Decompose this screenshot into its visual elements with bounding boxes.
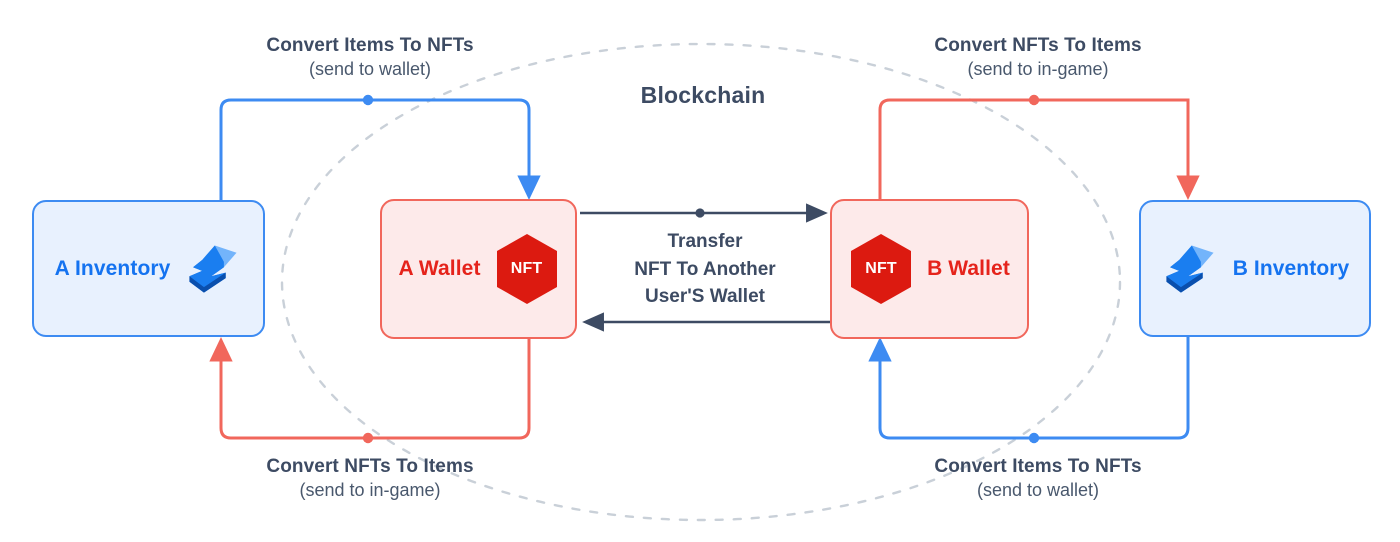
node-a-inventory[interactable]: A Inventory	[32, 200, 265, 337]
flow-label-top-left-subtitle: (send to wallet)	[308, 59, 432, 80]
connector-top-left-convert-items-to-nfts	[219, 94, 541, 201]
connector-top-right-convert-nfts-to-items	[878, 94, 1200, 201]
node-a-inventory-label: A Inventory	[54, 256, 171, 280]
transfer-caption: Transfer NFT To Another User'S Wallet	[580, 228, 830, 311]
bolt-3d-icon	[184, 240, 242, 298]
node-b-wallet[interactable]: NFT B Wallet	[830, 199, 1029, 339]
flow-label-bottom-right-subtitle: (send to wallet)	[976, 480, 1100, 501]
nft-hexagon-icon: NFT	[849, 233, 913, 305]
flow-label-bottom-left: Convert NFTs To Items (send to in-game)	[240, 454, 500, 503]
flow-label-bottom-left-title: Convert NFTs To Items	[266, 456, 474, 477]
connector-bottom-left-convert-nfts-to-items	[209, 336, 531, 444]
flow-label-top-left: Convert Items To NFTs (send to wallet)	[240, 33, 500, 82]
connector-midpoint-dot	[1028, 432, 1040, 444]
bolt-3d-icon	[1161, 240, 1219, 298]
flow-label-bottom-right-title: Convert Items To NFTs	[934, 456, 1142, 477]
node-a-wallet[interactable]: A Wallet NFT	[380, 199, 577, 339]
nft-hexagon-icon: NFT	[495, 233, 559, 305]
transfer-caption-line-1: Transfer	[667, 231, 743, 252]
connector-bottom-right-convert-items-to-nfts	[868, 336, 1190, 444]
transfer-caption-line-2: NFT To Another	[634, 258, 776, 280]
flow-label-top-right: Convert NFTs To Items (send to in-game)	[908, 33, 1168, 82]
blockchain-boundary-ellipse	[280, 42, 1122, 522]
transfer-midpoint-dot	[695, 208, 705, 218]
flow-label-bottom-left-subtitle: (send to in-game)	[299, 480, 441, 501]
flow-label-top-right-subtitle: (send to in-game)	[967, 59, 1109, 80]
transfer-caption-line-3: User'S Wallet	[645, 286, 765, 308]
node-a-wallet-label: A Wallet	[398, 257, 481, 280]
transfer-arrow-right	[580, 203, 828, 223]
flow-label-top-left-title: Convert Items To NFTs	[266, 35, 474, 56]
node-b-inventory[interactable]: B Inventory	[1139, 200, 1371, 337]
node-b-inventory-label: B Inventory	[1232, 256, 1350, 280]
connector-midpoint-dot	[362, 94, 374, 106]
flow-label-top-right-title: Convert NFTs To Items	[934, 35, 1142, 56]
connector-midpoint-dot	[362, 432, 374, 444]
nft-badge-text: NFT	[865, 260, 897, 277]
flow-label-bottom-right: Convert Items To NFTs (send to wallet)	[908, 454, 1168, 503]
nft-badge-text: NFT	[510, 260, 543, 277]
connector-midpoint-dot	[1028, 94, 1040, 106]
node-b-wallet-label: B Wallet	[927, 257, 1010, 280]
blockchain-title: Blockchain	[640, 82, 766, 108]
